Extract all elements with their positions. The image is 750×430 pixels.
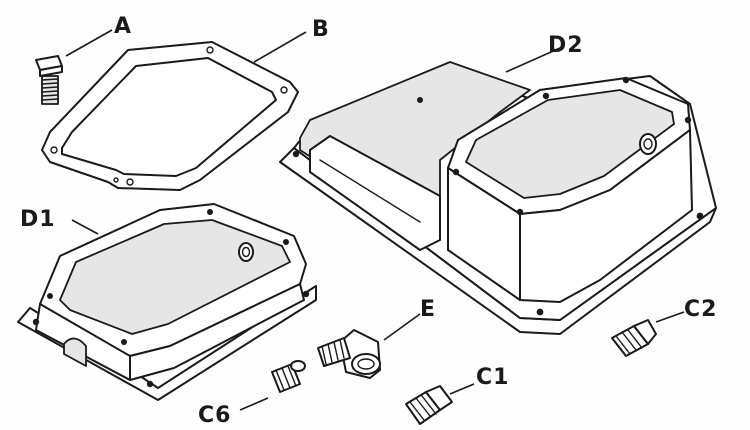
leader-c2 — [655, 311, 685, 323]
label-c6: C6 — [198, 403, 231, 428]
label-a: A — [114, 14, 132, 39]
part-e-elbow-fitting — [317, 329, 381, 379]
label-e: E — [420, 297, 436, 322]
label-c2: C2 — [684, 297, 717, 322]
label-d1: D1 — [20, 207, 56, 232]
part-b-gasket — [41, 41, 299, 191]
leader-c1 — [449, 383, 475, 395]
part-c1-plug — [405, 385, 453, 425]
part-a-bolt — [35, 55, 63, 105]
label-b: B — [312, 17, 330, 42]
label-d2: D2 — [548, 33, 584, 58]
part-c2-plug — [611, 319, 657, 357]
leader-d1 — [71, 219, 99, 235]
label-c1: C1 — [476, 365, 509, 390]
part-d2-large-box — [279, 61, 717, 335]
leader-a — [65, 29, 113, 57]
leader-b — [253, 31, 307, 63]
leader-d2 — [505, 47, 561, 73]
part-c6-plug — [271, 360, 306, 393]
leader-c6 — [239, 397, 269, 411]
leader-e — [383, 313, 421, 341]
part-d1-small-box — [17, 203, 317, 401]
